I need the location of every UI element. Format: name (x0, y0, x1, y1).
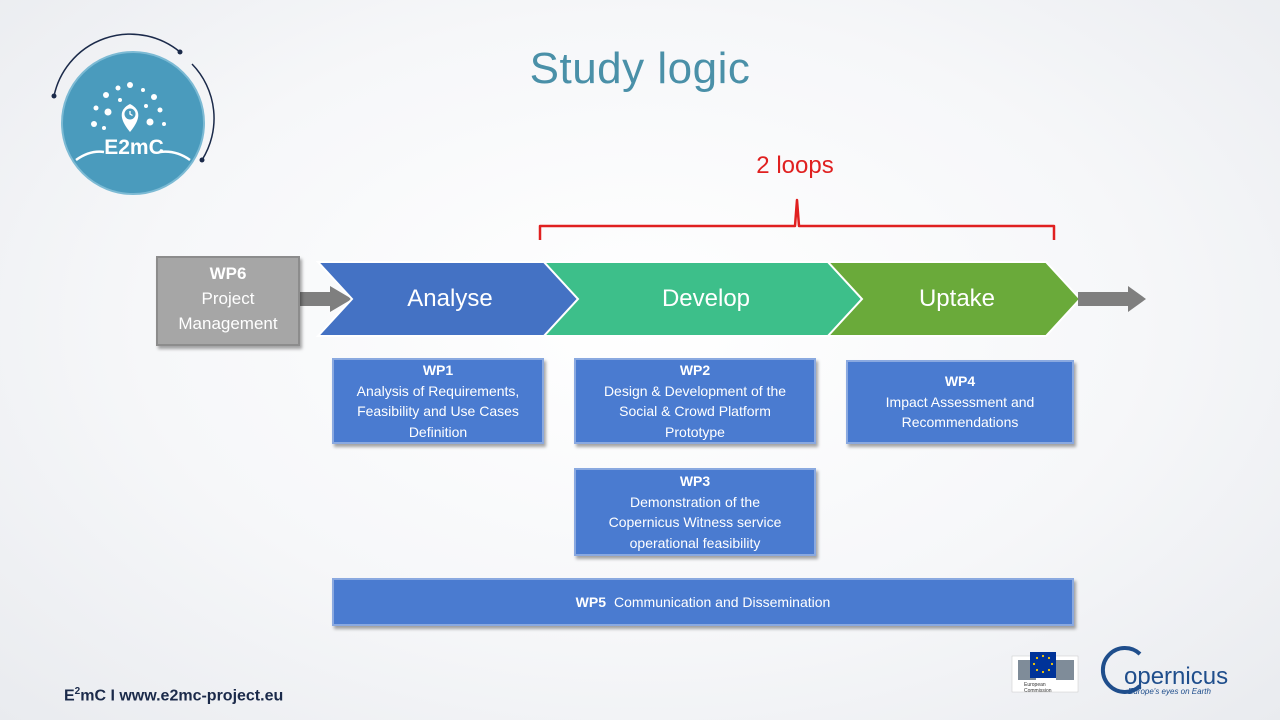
wp6-name-line1: Project (201, 289, 255, 308)
wp1-line: Feasibility and Use Cases (357, 403, 519, 419)
wp4-code: WP4 (944, 373, 976, 390)
wp5-label: Communication and Dissemination (614, 593, 831, 610)
wp4-line: Recommendations (901, 414, 1019, 431)
wp1-code: WP1 (422, 362, 454, 378)
phase-analyse-label: Analyse (407, 285, 493, 312)
wp3-line: Copernicus Witness service (608, 514, 782, 530)
footer-sup: 2 (74, 686, 81, 697)
e2mc-logo (51, 33, 215, 195)
loops-brace (538, 198, 1056, 240)
european-commission-logo: European Commission (1011, 652, 1079, 694)
wp1-box: WP1 Analysis of Requirements, Feasibilit… (332, 358, 544, 444)
logo-text: E2mC (104, 136, 164, 159)
input-arrow (300, 286, 352, 312)
loops-label: 2 loops (756, 152, 834, 179)
output-arrow (1078, 286, 1146, 312)
wp6-name-line2: Management (178, 314, 278, 333)
wp2-line: Prototype (665, 423, 725, 440)
wp2-code: WP2 (679, 362, 711, 378)
svg-text:Commission: Commission (1024, 688, 1052, 694)
wp5-code: WP5 (575, 593, 606, 610)
chevron-uptake (825, 261, 1082, 337)
footer-prefix: E (64, 687, 75, 705)
wp1-line: Analysis of Requirements, (356, 382, 520, 399)
copernicus-logo: opernicus Europe's eyes on Earth (1100, 646, 1228, 696)
wp5-box: WP5 Communication and Dissemination (332, 578, 1074, 626)
wp6-box: WP6 Project Management (156, 256, 300, 346)
svg-text:European: European (1024, 682, 1046, 688)
wp3-line: operational feasibility (629, 534, 761, 551)
wp4-box: WP4 Impact Assessment and Recommendation… (846, 360, 1074, 444)
slide-title: Study logic (529, 44, 751, 93)
phase-develop-label: Develop (661, 285, 751, 312)
svg-text:opernicus: opernicus (1124, 663, 1228, 690)
wp2-line: Social & Crowd Platform (619, 403, 771, 419)
wp3-line: Demonstration of the (630, 493, 760, 510)
svg-text:Europe's eyes on Earth: Europe's eyes on Earth (1128, 687, 1211, 696)
wp6-code: WP6 (209, 264, 247, 283)
wp3-code: WP3 (679, 473, 711, 489)
phase-uptake-label: Uptake (918, 285, 996, 312)
wp1-line: Definition (408, 423, 468, 440)
footer-website: E2mC I www.e2mc-project.eu (64, 686, 283, 705)
wp4-line: Impact Assessment and (885, 393, 1035, 410)
footer-rest: mC I www.e2mc-project.eu (80, 687, 284, 705)
wp2-box: WP2 Design & Development of the Social &… (574, 358, 816, 444)
wp3-box: WP3 Demonstration of the Copernicus Witn… (574, 468, 816, 556)
wp2-line: Design & Development of the (603, 382, 787, 399)
